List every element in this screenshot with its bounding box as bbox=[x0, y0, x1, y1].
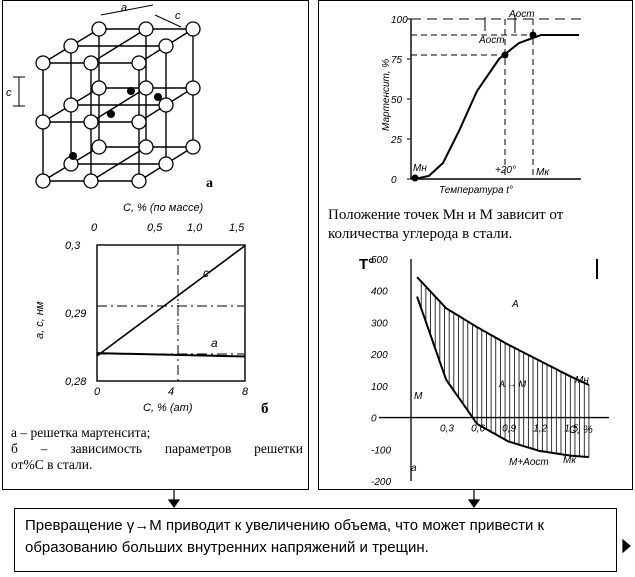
top-chart-point-20 bbox=[501, 51, 509, 59]
bottom-chart-y-tick: 500 bbox=[371, 255, 388, 266]
top-chart-y-tick: 0 bbox=[391, 175, 397, 186]
chart-b-left-tick: 0,28 bbox=[65, 376, 87, 388]
bottom-chart-region-maост: M+Aост bbox=[509, 457, 549, 468]
chart-b-bottom-ticks: 0 4 8 bbox=[94, 386, 249, 398]
left-caption: а – решетка мартенсита; б – зависимость … bbox=[11, 425, 303, 473]
chart-b-y-title: a, c, нм bbox=[34, 301, 46, 339]
chart-b-guides bbox=[97, 245, 245, 381]
bottom-chart-corner: a bbox=[411, 463, 417, 474]
top-chart-aост2: Aост bbox=[508, 9, 535, 20]
martensite-lattice: a c c bbox=[6, 2, 201, 189]
top-chart-y-tick: 100 bbox=[391, 15, 408, 26]
top-chart-20: +20° bbox=[495, 165, 516, 176]
left-caption-line1: а – решетка мартенсита; bbox=[11, 425, 151, 440]
top-chart-y-tick: 25 bbox=[390, 135, 403, 146]
bottom-chart-hatch bbox=[420, 281, 590, 458]
bottom-chart-x-tick: 0,3 bbox=[440, 424, 454, 435]
chart-b-left-tick: 0,29 bbox=[65, 308, 86, 320]
top-chart-curve bbox=[414, 34, 579, 180]
top-chart-aост1: Aост bbox=[478, 35, 505, 46]
top-chart-y-title: Мартенсит, % bbox=[381, 59, 392, 131]
chart-b-left-ticks: 0,3 0,29 0,28 bbox=[65, 240, 87, 388]
chart-b-line-a-label: a bbox=[211, 336, 218, 350]
bottom-chart-x-tick: 1,5 bbox=[564, 424, 578, 435]
right-caption: Положение точек Мн и М зависит от количе… bbox=[328, 207, 564, 242]
chart-b-frame bbox=[96, 244, 246, 382]
top-chart-y-tick: 50 bbox=[391, 95, 403, 106]
top-chart-mn: Mн bbox=[413, 163, 427, 174]
chart-b-top-tick: 0 bbox=[91, 222, 98, 234]
chart-b-series-line-c bbox=[96, 245, 246, 357]
top-chart-point-mk bbox=[529, 31, 537, 39]
bottom-chart-x-tick: 0,6 bbox=[471, 424, 485, 435]
top-chart-x-title: Температура t° bbox=[439, 185, 513, 196]
bottom-chart-mk-curve bbox=[416, 296, 589, 459]
top-chart-guides bbox=[411, 19, 534, 179]
top-chart-point-mn bbox=[411, 174, 419, 182]
chart-b-bottom-tick: 4 bbox=[168, 386, 174, 398]
lattice-label-a: a bbox=[206, 176, 213, 191]
top-chart-arrows bbox=[484, 15, 516, 33]
bottom-chart-y-tick: -100 bbox=[371, 445, 391, 456]
left-caption-line2: б – зависимость параметров решетки bbox=[11, 441, 303, 456]
lattice-dim-c-left: c bbox=[6, 87, 12, 99]
bottom-chart-y-ticks: 500 400 300 200 100 0 -100 -200 bbox=[370, 255, 391, 488]
top-chart-y-ticks: 100 75 50 25 0 bbox=[390, 15, 411, 186]
bottom-chart-curve-mn: Mн bbox=[575, 375, 589, 386]
bottom-chart-y-title: T° bbox=[359, 256, 374, 273]
chart-b-top-tick: 1,5 bbox=[229, 222, 245, 234]
conclusion-text: Превращение γ→М приводит к увеличению об… bbox=[25, 517, 545, 556]
lattice-parameter-chart: C, % (по массе) 0 0,5 1,0 1,5 0,3 0,29 0,28 0… bbox=[34, 202, 249, 414]
bottom-chart-y-tick: 300 bbox=[371, 318, 388, 329]
chart-b-line-c-label: c bbox=[203, 266, 209, 280]
lattice-dim-c: c bbox=[175, 10, 181, 22]
chart-b-bottom-tick: 0 bbox=[94, 386, 101, 398]
bottom-chart-region-a: A bbox=[511, 299, 519, 310]
chart-b-top-title: C, % (по массе) bbox=[123, 202, 204, 214]
chart-b-top-tick: 0,5 bbox=[147, 222, 163, 234]
chart-b-bottom-tick: 8 bbox=[242, 386, 249, 398]
bottom-chart-y-tick: 100 bbox=[371, 382, 388, 393]
chart-b-label: б bbox=[261, 401, 269, 417]
top-chart-y-tick: 75 bbox=[391, 55, 403, 66]
bottom-chart-y-tick: 200 bbox=[370, 350, 388, 361]
chart-b-top-ticks: 0 0,5 1,0 1,5 bbox=[91, 222, 245, 234]
chart-b-series bbox=[96, 245, 246, 358]
bottom-chart-region-am: A → M bbox=[498, 379, 527, 389]
lattice-atoms bbox=[35, 21, 201, 189]
bottom-chart-x-tick: 1,2 bbox=[533, 424, 547, 435]
chart-b-series-line-a bbox=[96, 352, 246, 358]
top-chart-mk: Mк bbox=[536, 167, 550, 178]
bottom-chart-y-tick: 0 bbox=[371, 414, 377, 425]
bottom-chart-region-m: M bbox=[414, 391, 423, 402]
bottom-chart-x-unit: C, % bbox=[569, 424, 593, 436]
bottom-chart-y-tick: -200 bbox=[371, 477, 391, 488]
chart-b-bottom-title: C, % (ат) bbox=[143, 402, 193, 414]
lattice-dim-a: a bbox=[121, 2, 127, 14]
left-caption-line3: от%С в стали. bbox=[11, 457, 93, 472]
chart-b-top-tick: 1,0 bbox=[187, 222, 203, 234]
bottom-chart-curve-mk: Mк bbox=[563, 455, 577, 466]
chart-b-left-tick: 0,3 bbox=[65, 240, 81, 252]
lattice-dimensions bbox=[13, 4, 182, 107]
conclusion-box: Превращение γ→М приводит к увеличению об… bbox=[14, 508, 617, 572]
carbon-atoms bbox=[69, 87, 162, 160]
bottom-chart-mn-curve bbox=[416, 276, 590, 386]
bottom-chart-y-tick: 400 bbox=[371, 287, 388, 298]
